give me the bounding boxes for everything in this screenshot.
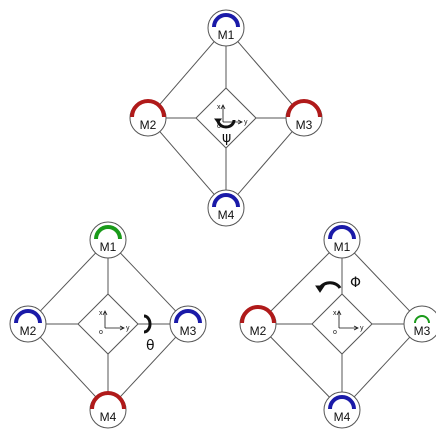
- motor-label: M3: [414, 324, 431, 338]
- x-axis-label: x: [99, 310, 103, 317]
- motor-label: M4: [100, 410, 117, 424]
- rotation-arrow-icon: [216, 119, 236, 129]
- x-axis-arrow-icon: [102, 310, 108, 316]
- motor-m1: M1: [323, 221, 361, 259]
- rotor-speed-arc-icon: [90, 391, 126, 410]
- frame-edge: [353, 336, 411, 398]
- frame-edge: [119, 336, 177, 398]
- rotor-speed-arc-icon: [212, 13, 240, 28]
- frame-edge: [159, 41, 215, 105]
- motor-m1: M1: [207, 9, 245, 47]
- rotor-speed-arc-icon: [328, 225, 356, 240]
- motor-label: M1: [100, 240, 117, 254]
- motor-m4: M4: [89, 391, 127, 429]
- motor-m3: M3: [285, 99, 323, 137]
- rotor-speed-arc-icon: [414, 315, 430, 324]
- motor-label: M2: [140, 118, 157, 132]
- origin-label: o: [99, 329, 103, 336]
- motor-m4: M4: [207, 189, 245, 227]
- motor-label: M1: [218, 28, 235, 42]
- motor-m2: M2: [129, 99, 167, 137]
- x-axis-arrow-icon: [220, 104, 226, 110]
- rotation-arrowhead-icon: [315, 285, 325, 293]
- y-axis-label: y: [126, 325, 130, 332]
- inner-body: [311, 293, 373, 355]
- frame-edge: [159, 131, 215, 195]
- x-axis-label: x: [217, 104, 221, 111]
- origin-label: o: [217, 123, 221, 130]
- motor-label: M2: [20, 324, 37, 338]
- motor-circle: [403, 305, 436, 343]
- rotor-speed-arc-icon: [212, 193, 240, 208]
- frame-edge: [237, 131, 293, 195]
- motor-label: M1: [334, 240, 351, 254]
- rotor-speed-arc-icon: [130, 99, 166, 118]
- y-axis-arrow-icon: [119, 325, 125, 331]
- motor-m2: M2: [239, 305, 277, 343]
- frame-edge: [237, 41, 293, 105]
- rotor-speed-arc-icon: [240, 305, 276, 324]
- x-axis-arrow-icon: [336, 310, 342, 316]
- origin-label: o: [333, 329, 337, 336]
- rotor-speed-arc-icon: [286, 99, 322, 118]
- motor-label: M4: [218, 208, 235, 222]
- frame-edge: [354, 252, 410, 312]
- motor-label: M3: [180, 324, 197, 338]
- rotor-speed-arc-icon: [174, 309, 202, 324]
- frame-edge: [270, 252, 330, 312]
- rotation-arrow-icon: [143, 314, 152, 334]
- rotor-speed-arc-icon: [94, 225, 122, 240]
- motor-m2: M2: [9, 305, 47, 343]
- rotation-symbol: ψ: [222, 130, 231, 146]
- motor-label: M2: [250, 324, 267, 338]
- motor-m4: M4: [323, 391, 361, 429]
- rotation-symbol: θ: [146, 338, 155, 354]
- y-axis-arrow-icon: [353, 325, 359, 331]
- x-axis-label: x: [333, 310, 337, 317]
- rotor-speed-arc-icon: [14, 309, 42, 324]
- y-axis-arrow-icon: [237, 119, 243, 125]
- frame-edge: [39, 336, 97, 398]
- rotation-symbol: Φ: [350, 275, 361, 291]
- frame-edge: [40, 252, 96, 312]
- motor-m1: M1: [89, 221, 127, 259]
- rotation-arrowhead-icon: [214, 118, 222, 124]
- frame-edge: [270, 336, 330, 398]
- motor-m3: M3: [403, 305, 436, 343]
- y-axis-label: y: [360, 325, 364, 332]
- motor-m3: M3: [169, 305, 207, 343]
- frame-edge: [120, 252, 176, 312]
- inner-body: [77, 293, 139, 355]
- motor-label: M3: [296, 118, 313, 132]
- y-axis-label: y: [244, 119, 248, 126]
- motor-label: M4: [334, 410, 351, 424]
- rotor-speed-arc-icon: [328, 395, 356, 410]
